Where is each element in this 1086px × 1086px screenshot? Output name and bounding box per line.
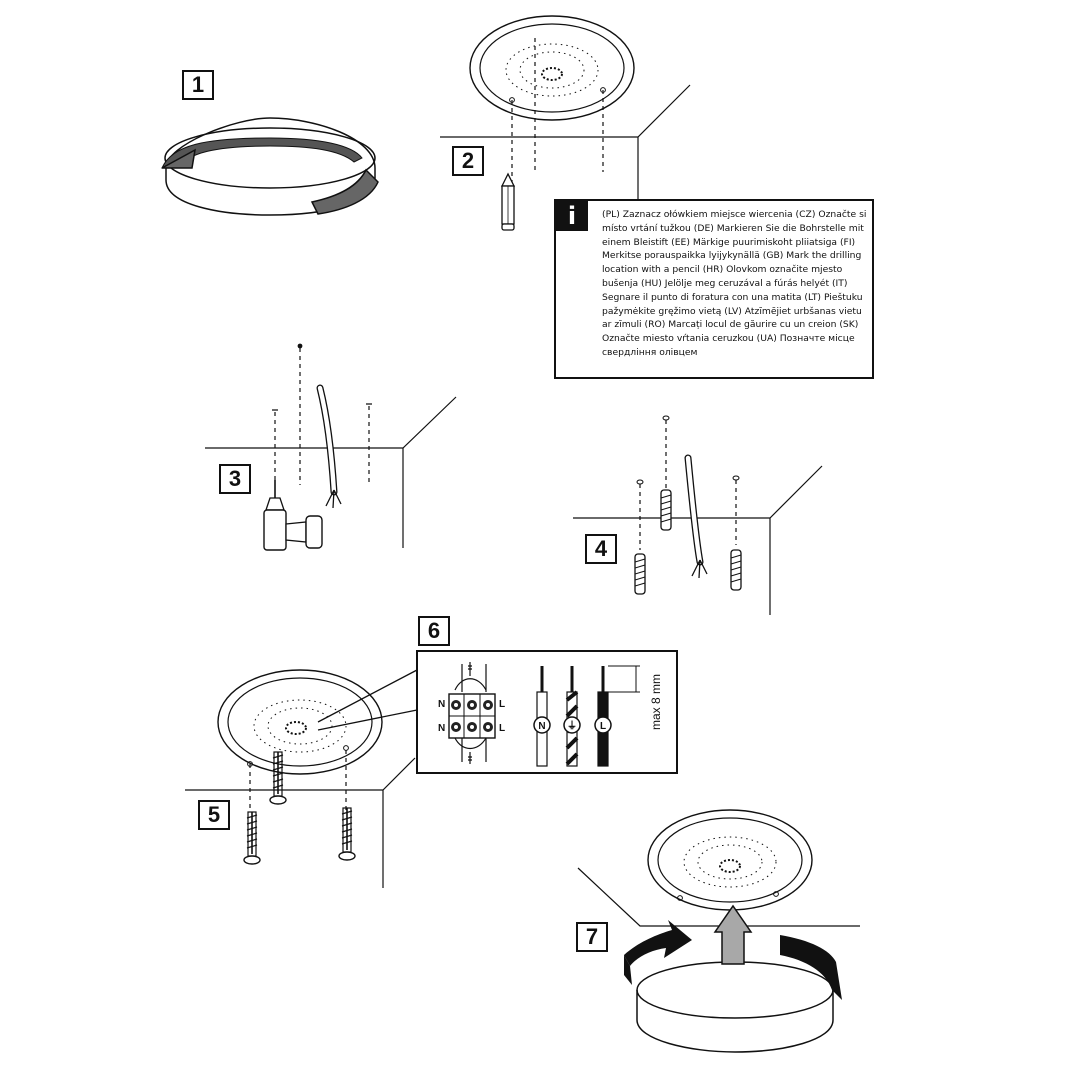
step-number-4: 4 xyxy=(585,534,617,564)
terminal-label-n-bottom: N xyxy=(438,723,445,734)
info-box: i (PL) Zaznacz ołówkiem miejsce wierceni… xyxy=(554,199,874,379)
wire-live-symbol: L xyxy=(600,721,606,732)
info-text: (PL) Zaznacz ołówkiem miejsce wiercenia … xyxy=(602,209,867,358)
step6-wiring-diagram: N L N L N ⏚ L max 8 mm xyxy=(416,650,678,774)
step-number-5: 5 xyxy=(198,800,230,830)
step-number-6: 6 xyxy=(418,616,450,646)
wire-ground-symbol: ⏚ xyxy=(567,720,577,732)
step-number-2: 2 xyxy=(452,146,484,176)
step-number-7: 7 xyxy=(576,922,608,952)
terminal-label-l-top: L xyxy=(499,699,505,710)
strip-length-label: max 8 mm xyxy=(649,674,663,730)
step4-wall-plugs xyxy=(573,415,823,615)
step5-mounting-base xyxy=(185,669,418,888)
step3-drilling xyxy=(205,343,457,551)
wire-neutral-symbol: N xyxy=(538,721,545,732)
step-number-1: 1 xyxy=(182,70,214,100)
step7-reattach-cover xyxy=(577,809,860,1053)
step1-lamp-illustration xyxy=(161,117,379,216)
terminal-label-l-bottom: L xyxy=(499,723,505,734)
info-icon: i xyxy=(556,201,588,231)
step2-ceiling-marking xyxy=(440,15,691,231)
step-number-3: 3 xyxy=(219,464,251,494)
terminal-label-n-top: N xyxy=(438,699,445,710)
